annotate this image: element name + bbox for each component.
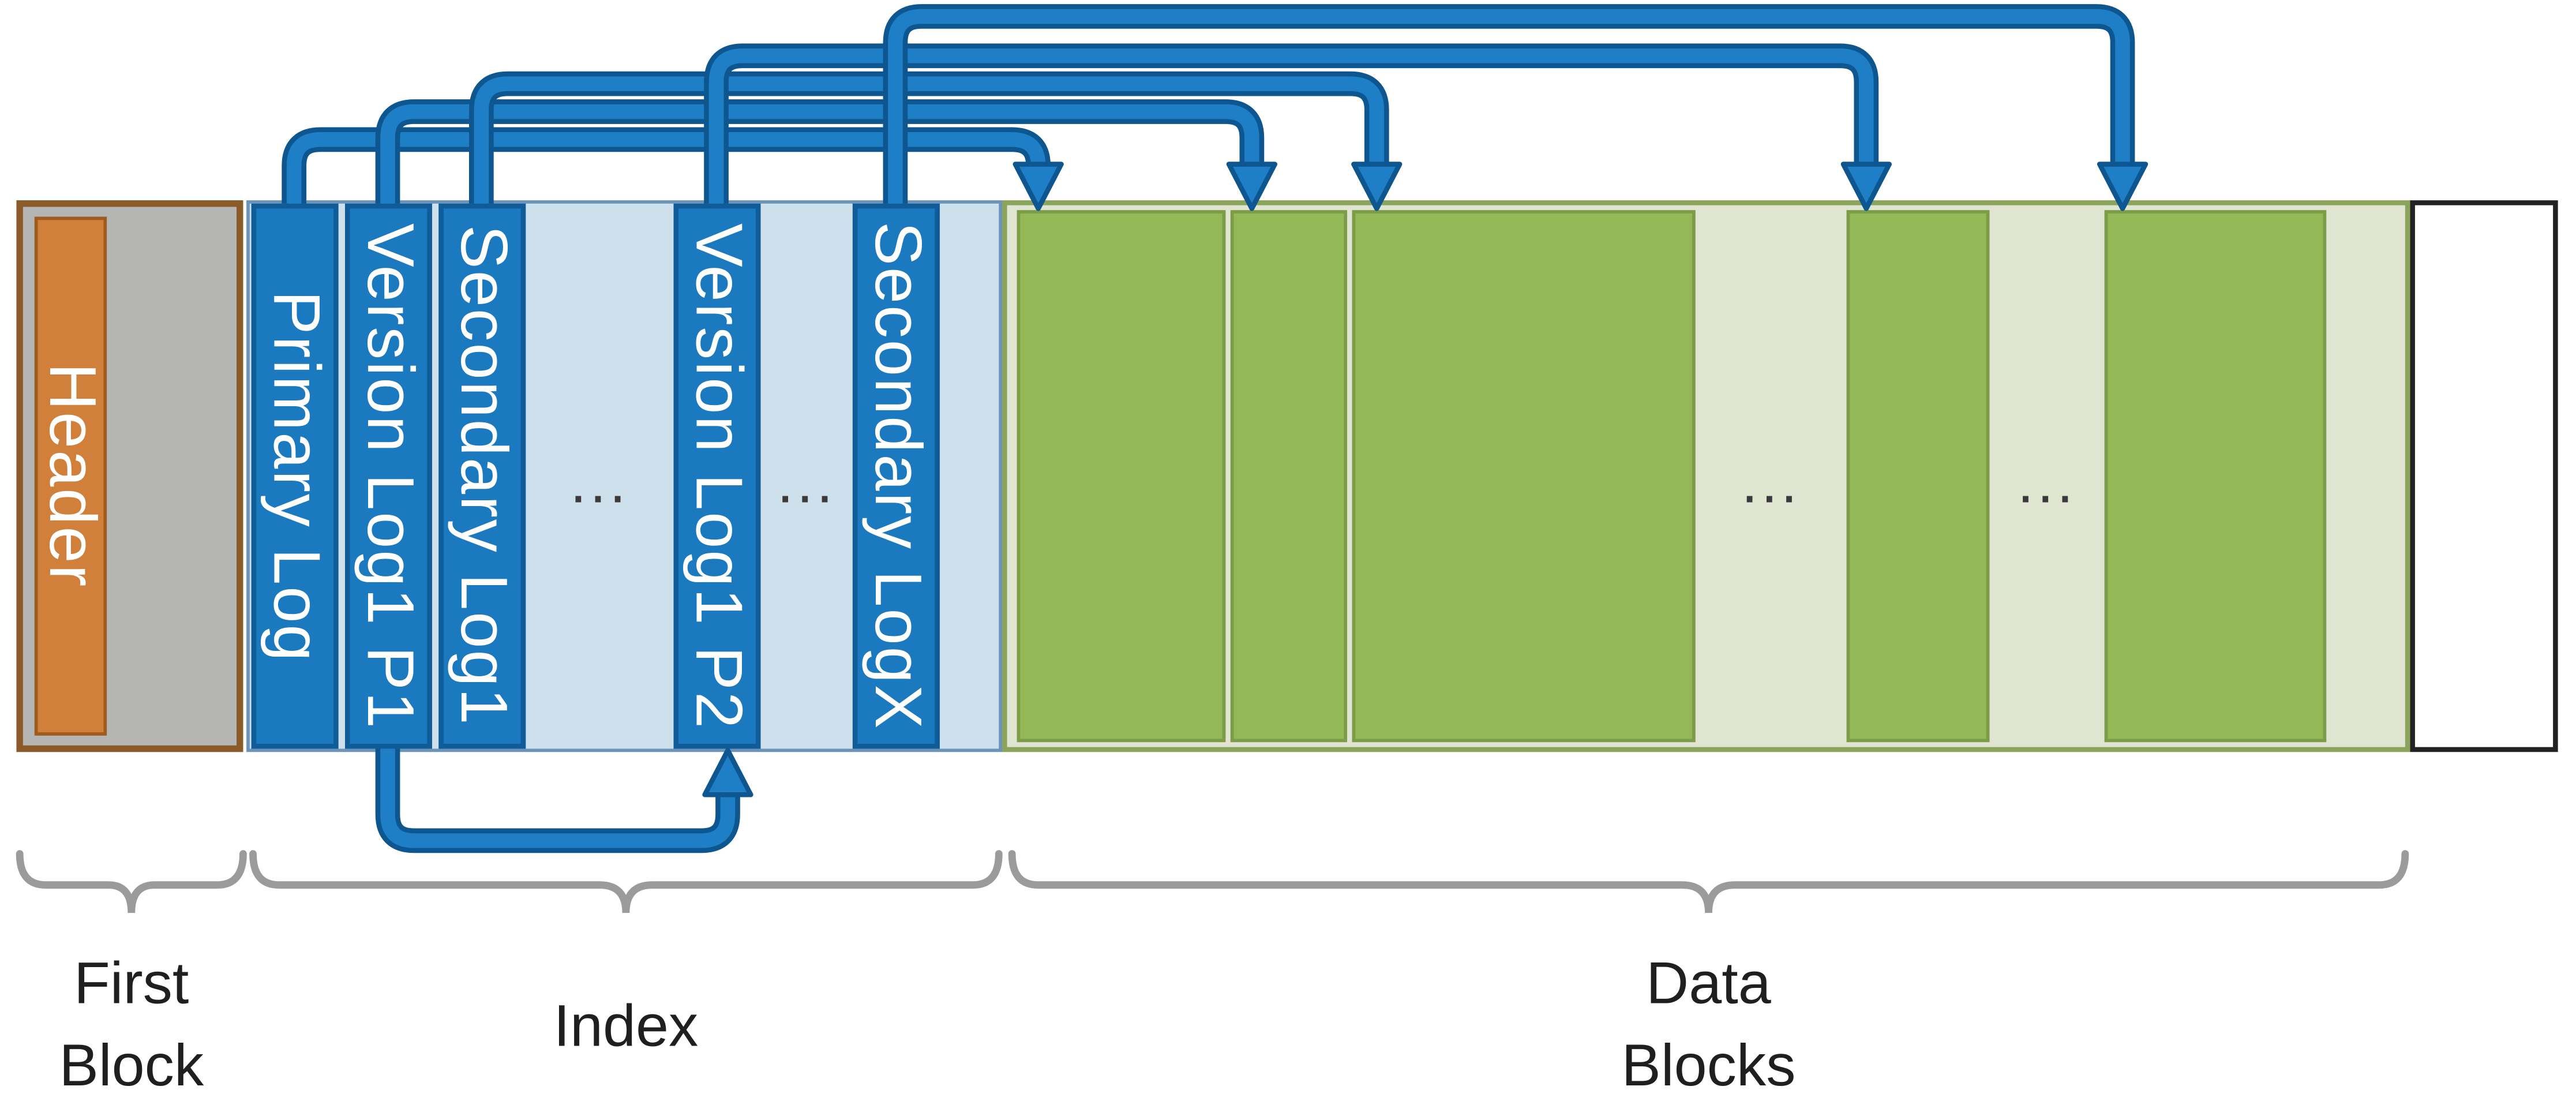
arrowhead-up-icon xyxy=(702,748,753,797)
caption-index: Index xyxy=(462,985,790,1066)
index-bar-version-log1-p1: Version Log1 P1 xyxy=(344,203,432,749)
brace-index xyxy=(249,850,1003,913)
arrow-version-log1-p2-to-data-block-4 xyxy=(704,43,1892,211)
index-bar-version-log1-p2: Version Log1 P2 xyxy=(673,203,761,749)
data-block-2 xyxy=(1230,210,1348,743)
arrow-version-log1-p1-to-data-block-2 xyxy=(375,99,1277,211)
header-label: Header xyxy=(35,363,108,589)
index-bar-primary-log: Primary Log xyxy=(251,203,339,749)
caption-first-block: First Block xyxy=(0,942,263,1105)
caption-line: First xyxy=(74,949,189,1017)
data-ellipsis-2: ... xyxy=(2017,448,2077,516)
brace-first-block xyxy=(16,850,247,913)
caption-line: Index xyxy=(553,991,699,1059)
arrow-secondary-log1-to-data-block-3 xyxy=(468,71,1403,211)
caption-line: Blocks xyxy=(1621,1031,1796,1098)
caption-data-blocks: Data Blocks xyxy=(1544,942,1873,1105)
arrow-version-log1-p1-to-version-log1-p2 xyxy=(375,748,753,853)
index-bar-secondary-logx: Secondary LogX xyxy=(852,203,940,749)
caption-line: Block xyxy=(59,1031,204,1098)
data-ellipsis-1: ... xyxy=(1741,448,1801,516)
index-bar-label: Version Log1 P2 xyxy=(681,223,755,730)
index-bar-label: Version Log1 P1 xyxy=(353,223,426,730)
index-ellipsis-1: ... xyxy=(570,448,629,516)
index-bar-label: Secondary LogX xyxy=(861,222,933,731)
index-ellipsis-2: ... xyxy=(777,448,837,516)
header-bar: Header xyxy=(34,216,108,736)
data-block-1 xyxy=(1017,210,1226,743)
caption-line: Data xyxy=(1646,949,1771,1017)
index-bar-label: Secondary Log1 xyxy=(447,225,519,727)
index-bar-label: Primary Log xyxy=(259,290,332,662)
index-bar-secondary-log1: Secondary Log1 xyxy=(438,203,526,749)
brace-data-blocks xyxy=(1008,850,2409,913)
trailing-free-block xyxy=(2410,200,2558,752)
data-block-3 xyxy=(1352,210,1696,743)
arrow-secondary-logx-to-data-block-5 xyxy=(883,4,2148,211)
arrow-primary-log-to-data-block-1 xyxy=(282,127,1064,211)
data-block-4 xyxy=(1846,210,1990,743)
first-block: Header xyxy=(16,200,243,752)
data-block-5 xyxy=(2104,210,2327,743)
